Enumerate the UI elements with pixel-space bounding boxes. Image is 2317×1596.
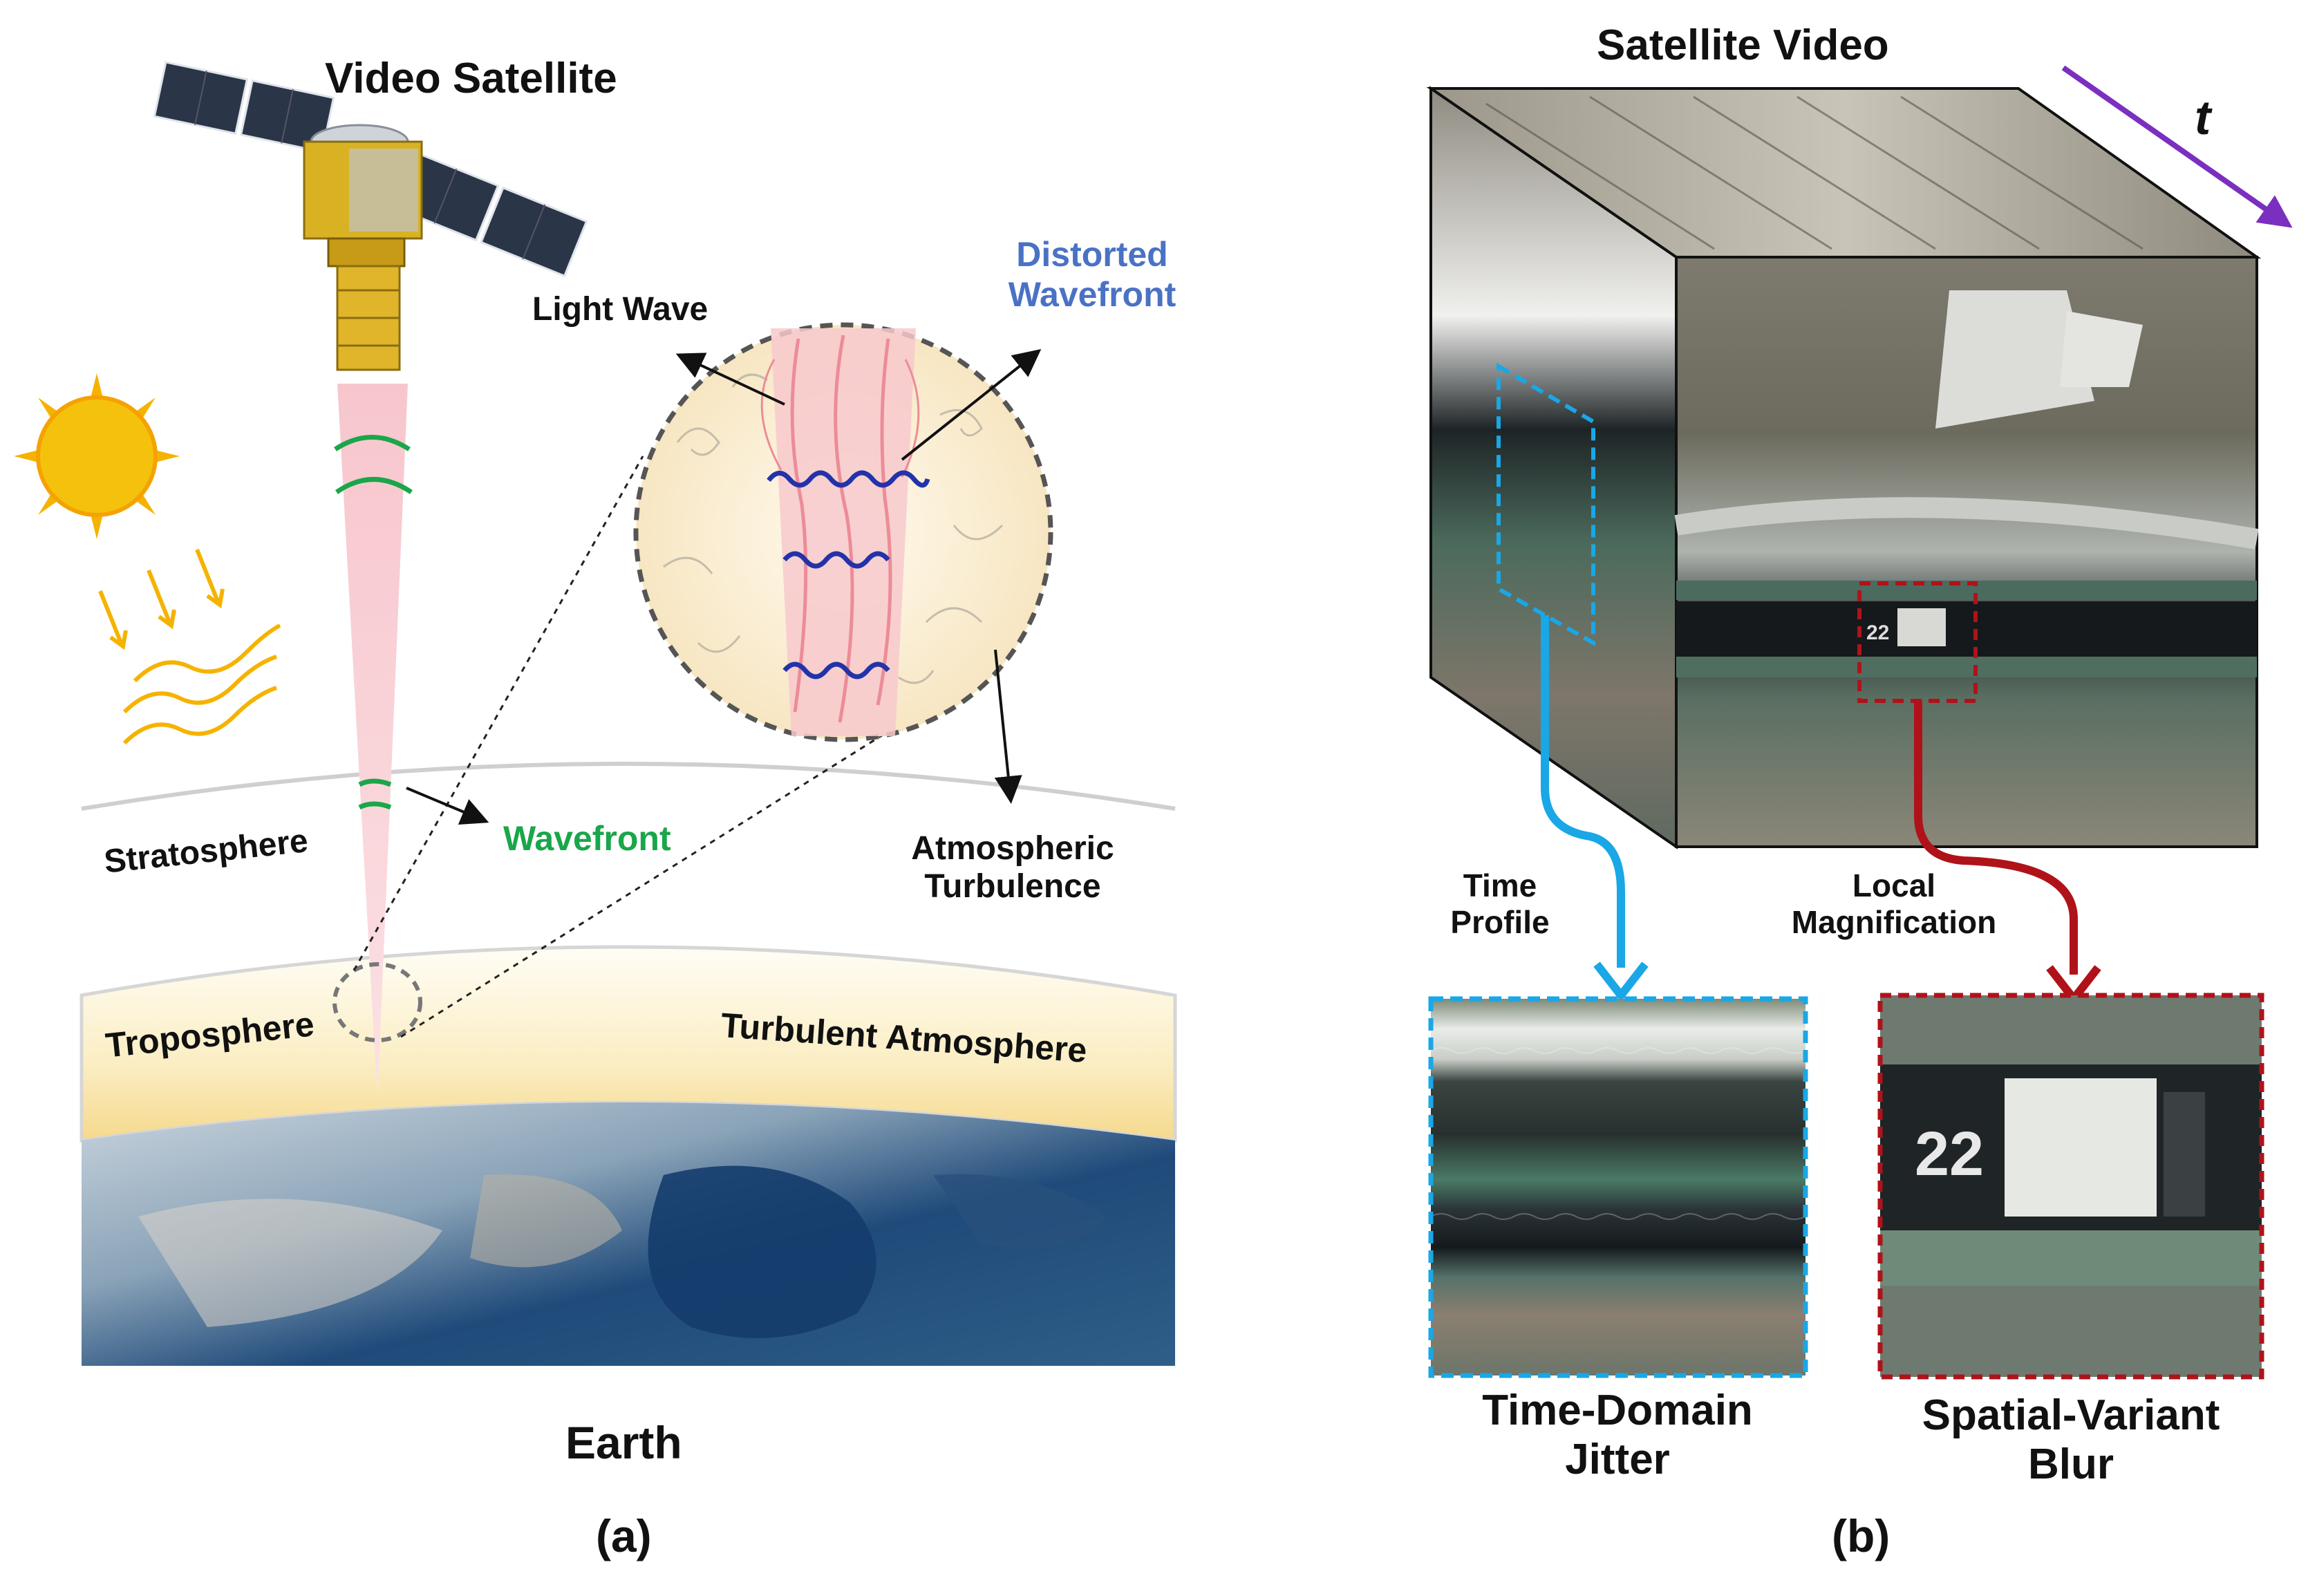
distorted-wavefront-arrow: [901, 349, 1042, 461]
time-domain-jitter-frame: [1428, 996, 1808, 1378]
video-cube-top-texture: [1485, 95, 2144, 250]
sun-icon: [14, 373, 180, 539]
wavefront-label: Wavefront: [503, 819, 671, 858]
time-profile-arrowhead: [1593, 961, 1649, 1002]
zoom-line-lower: [400, 711, 920, 1038]
earth-label: Earth: [565, 1417, 682, 1468]
spatial-variant-blur-image: 22: [1880, 995, 2262, 1377]
time-profile-region: [1497, 362, 1595, 647]
spatial-variant-blur-line1: Spatial-Variant: [1922, 1391, 2220, 1439]
panel-a-caption: (a): [596, 1510, 652, 1561]
time-domain-jitter-label: Time-Domain Jitter: [1438, 1386, 1797, 1485]
spatial-variant-blur-label: Spatial-Variant Blur: [1880, 1391, 2262, 1490]
distorted-wavefront-label: Distorted Wavefront: [975, 235, 1210, 314]
time-profile-label: Time Profile: [1417, 867, 1583, 941]
time-domain-jitter-image: [1430, 999, 1806, 1376]
time-profile-line1: Time: [1463, 867, 1537, 903]
local-magnification-line1: Local: [1852, 867, 1936, 903]
video-satellite-label: Video Satellite: [325, 55, 617, 102]
time-profile-connector: [1541, 615, 1625, 968]
atmospheric-turbulence-label: Atmospheric Turbulence: [867, 829, 1158, 905]
time-axis-label: t: [2195, 91, 2211, 144]
light-beam: [337, 384, 408, 1099]
spatial-variant-blur-line2: Blur: [2028, 1440, 2114, 1489]
earth-image: [82, 1102, 1175, 1366]
distorted-wavefront-line2: Wavefront: [1008, 274, 1176, 314]
panel-b-caption: (b): [1832, 1510, 1891, 1561]
wavefront-arcs: [334, 435, 413, 810]
zoom-source-circle: [332, 962, 422, 1042]
zoom-line-upper: [353, 456, 644, 971]
sunlight-arrows-icon: [98, 548, 281, 745]
time-domain-jitter-line2: Jitter: [1565, 1436, 1670, 1484]
light-wave-arrow: [675, 353, 785, 406]
satellite-video-label: Satellite Video: [1597, 21, 1889, 69]
time-profile-line2: Profile: [1450, 903, 1550, 940]
svg-text:22: 22: [1915, 1120, 1984, 1189]
light-wave-label: Light Wave: [532, 291, 709, 328]
atmospheric-turbulence-line1: Atmospheric: [911, 830, 1114, 867]
wavefront-arrow: [406, 787, 489, 825]
time-domain-jitter-line1: Time-Domain: [1482, 1387, 1753, 1434]
local-magnification-line2: Magnification: [1791, 903, 1997, 940]
turbulence-arrow: [994, 649, 1022, 804]
video-frame-scene: 22: [1674, 290, 2259, 677]
spatial-variant-blur-frame: [1877, 993, 2264, 1380]
distorted-wavefront-line1: Distorted: [1016, 235, 1168, 274]
atmospheric-turbulence-line2: Turbulence: [924, 868, 1101, 905]
svg-text:22: 22: [1866, 621, 1889, 644]
satellite-icon: [153, 61, 588, 371]
stratosphere-boundary: [81, 762, 1176, 811]
turbulence-bubble: [633, 322, 1053, 742]
magnification-connector: [1914, 701, 2078, 975]
time-axis-arrow: [2061, 65, 2293, 228]
local-magnification-label: Local Magnification: [1763, 867, 2025, 941]
